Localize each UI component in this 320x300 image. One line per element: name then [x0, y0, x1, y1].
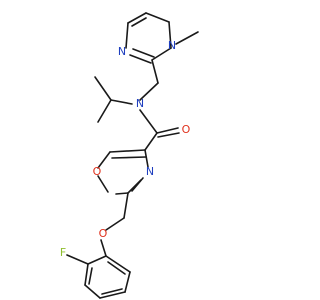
amide-group	[139, 109, 180, 151]
bond	[131, 177, 144, 192]
atom-label-N2: N	[118, 45, 126, 58]
bond	[145, 12, 170, 23]
bond	[107, 261, 126, 275]
bond	[124, 271, 131, 293]
atom-label-N-amide: N	[136, 97, 144, 110]
ether-linker	[100, 192, 129, 257]
bond	[100, 239, 107, 257]
bond	[144, 149, 149, 168]
bond	[115, 192, 129, 195]
molecule-diagram: N N N O N O O F	[59, 12, 199, 299]
bond	[105, 217, 125, 231]
bond	[156, 127, 179, 134]
bond	[175, 31, 199, 45]
atom-label-F: F	[60, 246, 66, 259]
bond	[132, 48, 155, 58]
bond	[139, 109, 158, 134]
methylene-linker	[139, 59, 159, 101]
atom-labels: N N N O N O O F	[60, 39, 191, 259]
bond	[109, 149, 146, 153]
bond	[131, 17, 147, 27]
atom-label-O-ether: O	[99, 227, 108, 240]
bond	[99, 291, 126, 299]
oxazole-ring	[97, 149, 149, 195]
bond	[87, 255, 107, 265]
bond	[157, 132, 180, 138]
atom-label-O-oxazole: O	[93, 165, 102, 178]
bond	[97, 151, 111, 169]
bond	[151, 47, 172, 61]
bond	[94, 76, 112, 101]
bond	[151, 59, 159, 84]
bond	[88, 267, 93, 285]
bond	[144, 132, 158, 151]
atom-label-N1: N	[168, 39, 176, 52]
bond	[105, 255, 131, 273]
atom-label-O-carbonyl: O	[182, 123, 191, 136]
bond	[84, 284, 101, 299]
bond	[110, 99, 133, 105]
bond	[97, 99, 112, 123]
bond	[127, 12, 147, 24]
bond	[97, 175, 109, 193]
bond	[168, 21, 172, 49]
imidazole-ring	[125, 12, 199, 64]
bond	[129, 54, 152, 64]
bond	[66, 254, 89, 265]
atom-label-N-oxazole: N	[146, 165, 154, 178]
bond	[111, 156, 147, 159]
fluorophenyl-ring	[66, 254, 131, 299]
bond	[84, 263, 89, 286]
bond	[125, 22, 129, 49]
bond	[123, 192, 129, 219]
bond	[139, 82, 159, 101]
isopropyl-group	[94, 76, 133, 123]
bond	[101, 288, 123, 295]
structure-drawing: N N N O N O O F	[60, 12, 199, 299]
